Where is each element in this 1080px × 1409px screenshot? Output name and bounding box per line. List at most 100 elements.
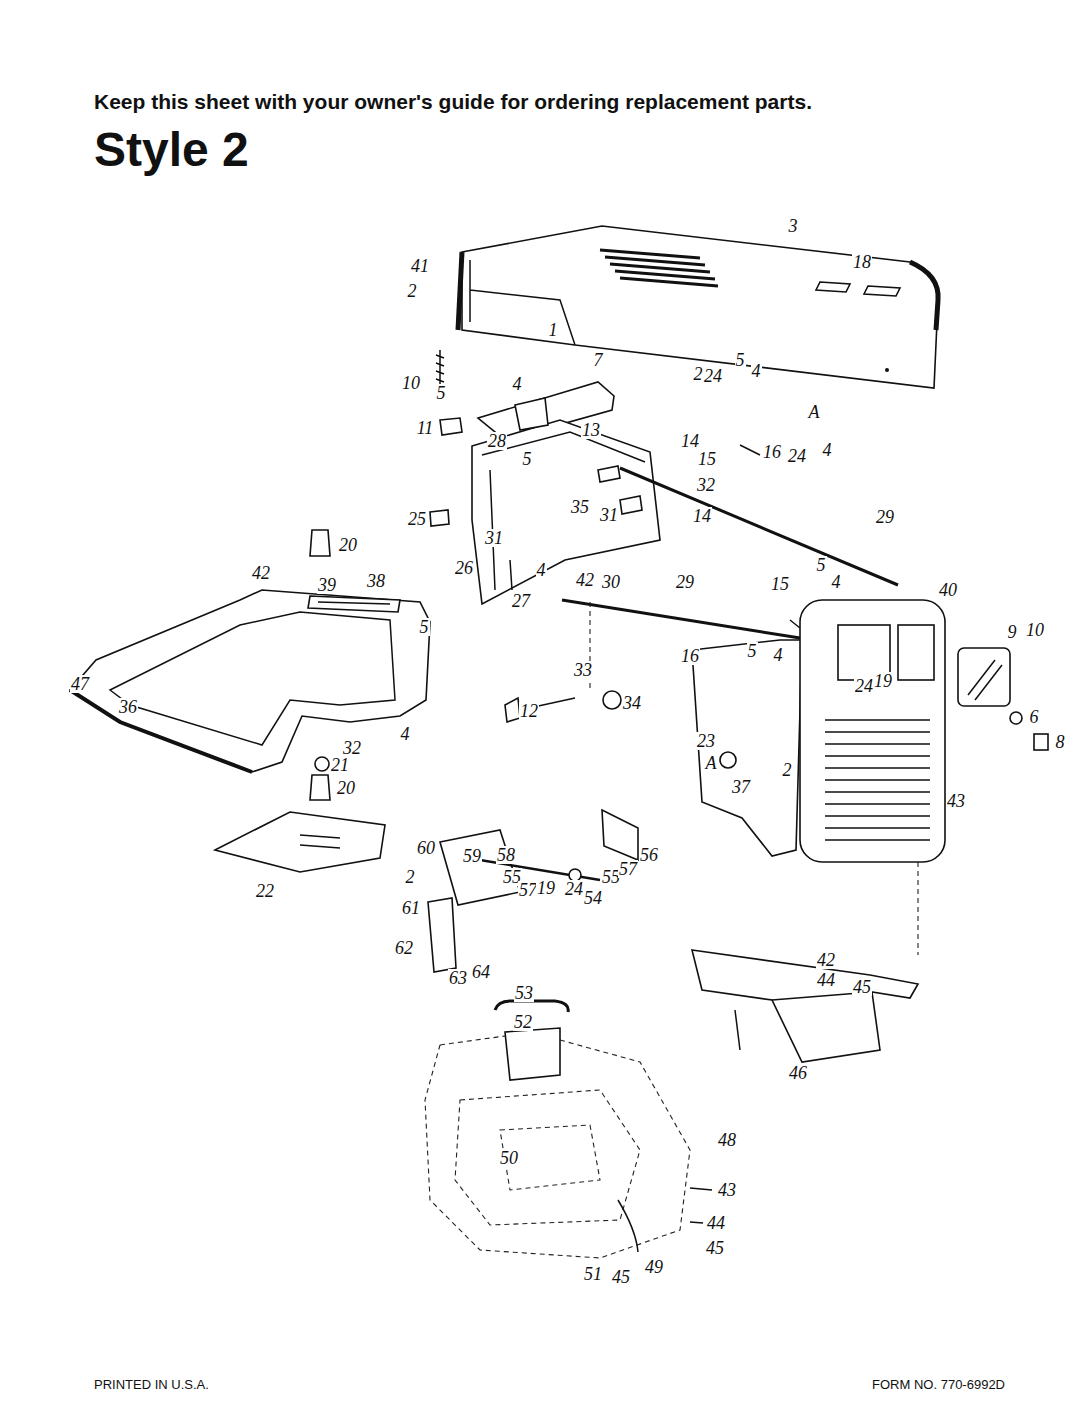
callout-number: 42: [251, 564, 271, 582]
fender-edge: [70, 690, 252, 772]
callout-number: 10: [401, 374, 421, 392]
engine-plate: [505, 1028, 560, 1080]
callout-number: 44: [816, 971, 836, 989]
callout-number: 41: [410, 257, 430, 275]
callout-number: 16: [762, 443, 782, 461]
hood-pad: [816, 282, 900, 296]
callout-number: 39: [317, 576, 337, 594]
headlight: [958, 648, 1010, 706]
callout-number: 19: [536, 879, 556, 897]
callout-number: 9: [1007, 623, 1018, 641]
callout-number: 58: [496, 846, 516, 864]
callout-number: 44: [706, 1214, 726, 1232]
callout-number: 4: [822, 441, 833, 459]
callout-number: 5: [735, 351, 746, 369]
callout-number: 15: [697, 450, 717, 468]
callout-number: 2: [693, 365, 704, 383]
callout-number: 5: [522, 450, 533, 468]
hood-edge: [458, 252, 462, 330]
footer-note: FORM NO. 770-6992D: [872, 1378, 1005, 1391]
dash-panel: [472, 420, 660, 604]
callout-number: 56: [639, 846, 659, 864]
console: [308, 596, 400, 612]
callout-number: 34: [622, 694, 642, 712]
callout-number: 20: [336, 779, 356, 797]
sheet-title: Style 2: [94, 126, 249, 174]
callout-number: 61: [401, 899, 421, 917]
callout-number: 48: [717, 1131, 737, 1149]
callout-number: A: [808, 403, 821, 421]
callout-number: 3: [788, 217, 799, 235]
callout-number: 62: [394, 939, 414, 957]
callout-number: 46: [788, 1064, 808, 1082]
hood-hole: [885, 368, 889, 372]
callout-number: 4: [536, 561, 547, 579]
callout-number: 51: [583, 1265, 603, 1283]
callout-number: 11: [416, 419, 435, 437]
callout-number: 50: [499, 1149, 519, 1167]
louvers: [825, 720, 930, 840]
callout-number: 31: [484, 529, 504, 547]
callout-number: 45: [852, 978, 872, 996]
grommet: [720, 752, 736, 768]
callout-number: 5: [436, 384, 447, 402]
callout-number: 4: [512, 375, 523, 393]
callout-number: 21: [330, 756, 350, 774]
callout-number: 57: [518, 881, 538, 899]
callout-number: 24: [787, 447, 807, 465]
front-bracket-fold: [735, 992, 872, 1050]
plate: [215, 812, 385, 872]
callout-number: 43: [717, 1181, 737, 1199]
dash-fold: [482, 432, 645, 590]
knob: [310, 530, 330, 556]
callout-number: 1: [548, 321, 559, 339]
latch: [515, 398, 548, 430]
callout-number: 63: [448, 969, 468, 987]
callout-number: 2: [405, 868, 416, 886]
callout-number: 13: [581, 421, 601, 439]
callout-number: 14: [692, 507, 712, 525]
rod: [620, 468, 898, 585]
callout-number: 32: [342, 739, 362, 757]
grille-opening: [898, 625, 934, 680]
callout-number: 36: [118, 698, 138, 716]
callout-number: 45: [611, 1268, 631, 1286]
callout-number: 14: [680, 432, 700, 450]
callout-number: 60: [416, 839, 436, 857]
fender: [70, 590, 430, 772]
callout-number: 29: [675, 573, 695, 591]
callout-number: 25: [407, 510, 427, 528]
exhaust: [618, 1200, 638, 1252]
callout-number: 57: [618, 860, 638, 878]
callout-number: 18: [852, 253, 872, 271]
callout-number: 37: [731, 778, 751, 796]
callout-number: 42: [575, 571, 595, 589]
engine-detail: [455, 1090, 640, 1225]
bracket: [428, 898, 456, 972]
switch: [430, 418, 462, 526]
callout-number: 23: [696, 732, 716, 750]
callout-number: 38: [366, 572, 386, 590]
hood-vents: [600, 250, 718, 286]
callout-number: A: [705, 754, 718, 772]
callout-number: 2: [407, 282, 418, 300]
callout-number: 29: [875, 508, 895, 526]
callout-number: 4: [400, 725, 411, 743]
callout-number: 49: [644, 1258, 664, 1276]
callout-number: 16: [680, 647, 700, 665]
spring: [740, 445, 800, 628]
callout-number: 6: [1029, 708, 1040, 726]
knob: [315, 757, 329, 771]
console-slots: [318, 602, 390, 604]
callout-number: 12: [519, 702, 539, 720]
callout-number: 35: [570, 498, 590, 516]
callout-number: 33: [573, 661, 593, 679]
callout-number: 40: [938, 581, 958, 599]
callout-number: 4: [773, 646, 784, 664]
callout-number: 4: [831, 573, 842, 591]
callout-number: 26: [454, 559, 474, 577]
callout-number: 24: [854, 677, 874, 695]
callout-number: 24: [564, 880, 584, 898]
callout-number: 42: [816, 951, 836, 969]
